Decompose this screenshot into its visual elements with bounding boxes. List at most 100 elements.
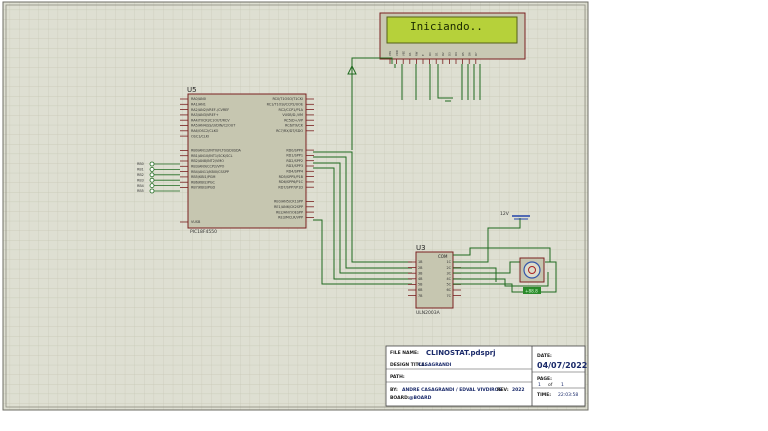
title-block: FILE NAME: CLINOSTAT.pdsprj DESIGN TITLE… bbox=[385, 345, 587, 407]
input-terminal-icon bbox=[149, 161, 155, 167]
mcu-right-pin-label: RE3/MCLR/VPP bbox=[278, 216, 303, 220]
mcu-right-pin-label: RC0/T1OSO/T1CKI bbox=[272, 97, 303, 101]
lcd-pin-label: D2 bbox=[441, 52, 445, 56]
mcu-left-pin-label: RB2/AN8/INT2/VMO bbox=[191, 159, 224, 163]
lcd-pin-label: VSS bbox=[388, 51, 392, 56]
lcd-pin-label: D1 bbox=[434, 52, 438, 56]
mcu-left-pin-label: RA6/OSC2/CLKO bbox=[191, 129, 219, 133]
mcu-right-pin-label: RD4/SPP4 bbox=[286, 170, 303, 174]
input-terminal-label: RB0 bbox=[137, 162, 144, 166]
revision: 2022 bbox=[512, 387, 525, 393]
lcd-wires bbox=[351, 57, 481, 102]
driver-ref: U3 bbox=[416, 244, 426, 252]
input-terminal-label: RB5 bbox=[137, 189, 144, 193]
design-title-label: DESIGN TITLE: bbox=[390, 362, 427, 368]
mcu-right-pin-label: RC2/CCP1/P1A bbox=[279, 108, 304, 112]
board-label: BOARD: bbox=[390, 395, 410, 401]
mcu-left-pin-label: RB4/AN11/KBI0/CSSPP bbox=[191, 170, 229, 174]
driver-out-pin-label: 6C bbox=[446, 288, 451, 292]
driver-to-motor-wires bbox=[453, 218, 557, 293]
date: 04/07/2022 bbox=[537, 361, 587, 370]
lcd-pin-label: VEE bbox=[401, 51, 405, 56]
mcu-right-pin-label: VUSB/D-/VM bbox=[282, 113, 303, 117]
mcu-right-pin-label: RC1/T1OSI/CCP2/UOE bbox=[267, 103, 303, 107]
driver-out-pin-label: 3C bbox=[446, 271, 451, 275]
input-terminal-icon bbox=[149, 183, 155, 189]
driver-in-pin-label: 1B bbox=[418, 260, 423, 264]
input-terminal-label: RB1 bbox=[137, 168, 144, 172]
input-terminal-icon bbox=[149, 188, 155, 194]
lcd-pin-label: D3 bbox=[448, 52, 452, 56]
mcu-left-pin-label: RB1/AN10/INT1/SCK/SCL bbox=[191, 154, 233, 158]
driver-in-pin-label: 5B bbox=[418, 283, 423, 287]
mcu-left-pin-label: VUSB bbox=[191, 220, 201, 224]
author-label: BY: bbox=[390, 387, 398, 393]
microcontroller-u5[interactable]: U5 RA0/AN0RA1/AN1RA2/AN2/VREF-/CVREFRA3/… bbox=[180, 86, 314, 235]
driver-out-pin-label: 5C bbox=[446, 283, 451, 287]
mcu-right-pin-label: RD7/SPP7/P1D bbox=[278, 185, 303, 189]
motor-readout bbox=[523, 287, 541, 294]
mcu-right-pin-label: RE1/AN6/CK2SPP bbox=[274, 205, 303, 209]
driver-part: ULN2003A bbox=[416, 310, 441, 316]
page-label: PAGE: bbox=[537, 376, 552, 382]
lcd-text: Iniciando.. bbox=[410, 20, 483, 33]
input-terminal-label: RB3 bbox=[137, 178, 144, 182]
lcd-pin-label: E bbox=[421, 54, 425, 56]
driver-out-pin-label: 4C bbox=[446, 277, 451, 281]
mcu-right-pin-label: RE2/AN7/OESPP bbox=[276, 210, 303, 214]
lcd-screen bbox=[386, 16, 518, 44]
driver-out-pin-label: 2C bbox=[446, 266, 451, 270]
input-terminal-label: RB4 bbox=[137, 184, 144, 188]
battery-icon: 12V bbox=[500, 211, 530, 226]
lcd-pin-label: RS bbox=[408, 52, 412, 56]
mcu-left-pin-label: RA4/T0CKI/C1OUT/RCV bbox=[191, 118, 230, 122]
lcd-pin-label: RW bbox=[415, 51, 419, 56]
mcu-left-pin-label: RA2/AN2/VREF-/CVREF bbox=[191, 108, 229, 112]
time: 22:03:58 bbox=[558, 392, 578, 398]
driver-in-pin-label: 3B bbox=[418, 271, 423, 275]
input-terminal-icon bbox=[149, 177, 155, 183]
mcu-right-pin-label: RC6/TX/CK bbox=[285, 124, 304, 128]
design-title: CASAGRANDI bbox=[418, 362, 452, 368]
mcu-right-pin-label: RD3/SPP3 bbox=[286, 164, 303, 168]
stepper-motor[interactable]: +88.8 bbox=[519, 257, 545, 294]
mcu-left-pin-label: RB3/AN9/CCP2/VPO bbox=[191, 165, 225, 169]
driver-in-pin-label: 2B bbox=[418, 266, 423, 270]
driver-in-pin-label: 4B bbox=[418, 277, 423, 281]
lcd-pin-label: D7 bbox=[474, 52, 478, 56]
mcu-right-pin-label: RC7/RX/DT/SDO bbox=[276, 129, 303, 133]
mcu-left-pin-label: RA5/AN4/SS/LVDIN/C2OUT bbox=[191, 124, 236, 128]
input-terminal-icon bbox=[149, 172, 155, 178]
mcu-to-driver-wires bbox=[313, 151, 412, 285]
mcu-left-pin-label: RB6/KBI2/PGC bbox=[191, 180, 216, 184]
mcu-left-pin-label: RB0/AN12/INT0/FLT0/SDI/SDA bbox=[191, 149, 242, 153]
file-name: CLINOSTAT.pdsprj bbox=[426, 349, 496, 357]
lcd-pin-label: D0 bbox=[428, 52, 432, 56]
mcu-left-pin-label: RB5/KBI1/PGM bbox=[191, 175, 216, 179]
sheet-border bbox=[5, 4, 586, 408]
file-name-label: FILE NAME: bbox=[390, 350, 419, 356]
lcd-pin-label: VDD bbox=[395, 50, 399, 56]
board: @BOARD bbox=[409, 395, 432, 401]
driver-in-pin-label: 7B bbox=[418, 294, 423, 298]
driver-in-pin-label: 6B bbox=[418, 288, 423, 292]
author: ANDRE CASAGRANDI / EDVAL VIVDIROS bbox=[402, 387, 502, 393]
time-label: TIME: bbox=[537, 392, 551, 398]
mcu-right-pin-label: RD5/SPP5/P1B bbox=[279, 175, 304, 179]
mcu-left-pin-label: RB7/KBI3/PGD bbox=[191, 186, 216, 190]
mcu-left-pin-label: RA0/AN0 bbox=[191, 97, 206, 101]
page-total: 1 bbox=[561, 382, 564, 388]
lcd-pin-label: D4 bbox=[454, 52, 458, 56]
page-number: 1 bbox=[538, 382, 541, 388]
mcu-ref: U5 bbox=[187, 86, 197, 94]
driver-out-pin-label: 1C bbox=[446, 260, 451, 264]
mcu-right-pin-label: RD2/SPP2 bbox=[286, 159, 303, 163]
mcu-right-pin-label: RC5/D+/VP bbox=[284, 118, 303, 122]
motor-readout-text: +88.8 bbox=[525, 289, 538, 294]
input-terminal-icon bbox=[149, 166, 155, 172]
driver-out-pin-label: 7C bbox=[446, 294, 451, 298]
